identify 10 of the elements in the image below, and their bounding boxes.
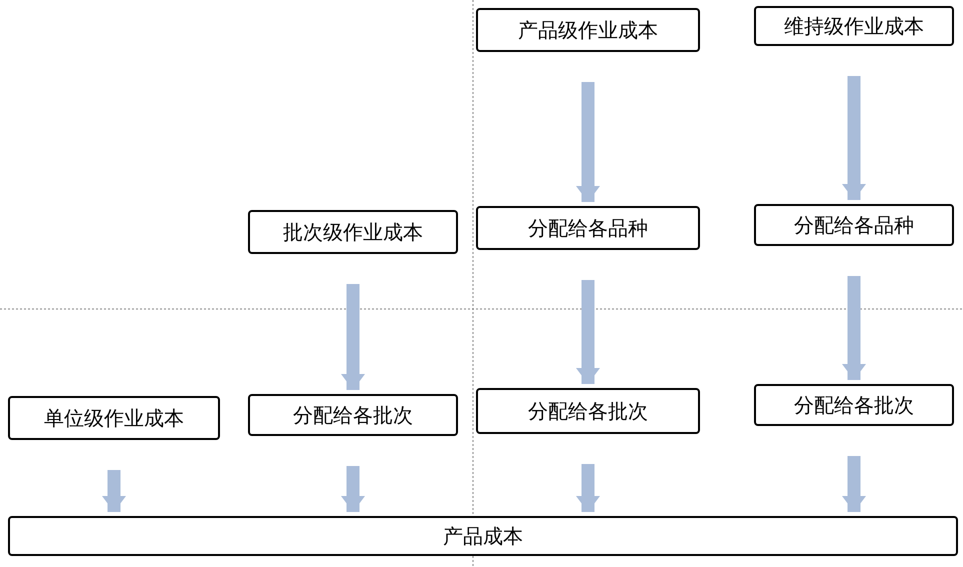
process-box: 分配给各批次 [754, 384, 954, 426]
process-box: 维持级作业成本 [754, 6, 954, 46]
process-box: 批次级作业成本 [248, 210, 458, 254]
process-box: 单位级作业成本 [8, 396, 220, 440]
process-box: 分配给各品种 [476, 206, 700, 250]
process-box: 分配给各批次 [476, 388, 700, 434]
process-box: 产品成本 [8, 516, 958, 556]
process-box: 分配给各批次 [248, 394, 458, 436]
process-box: 产品级作业成本 [476, 8, 700, 52]
process-box: 分配给各品种 [754, 204, 954, 246]
